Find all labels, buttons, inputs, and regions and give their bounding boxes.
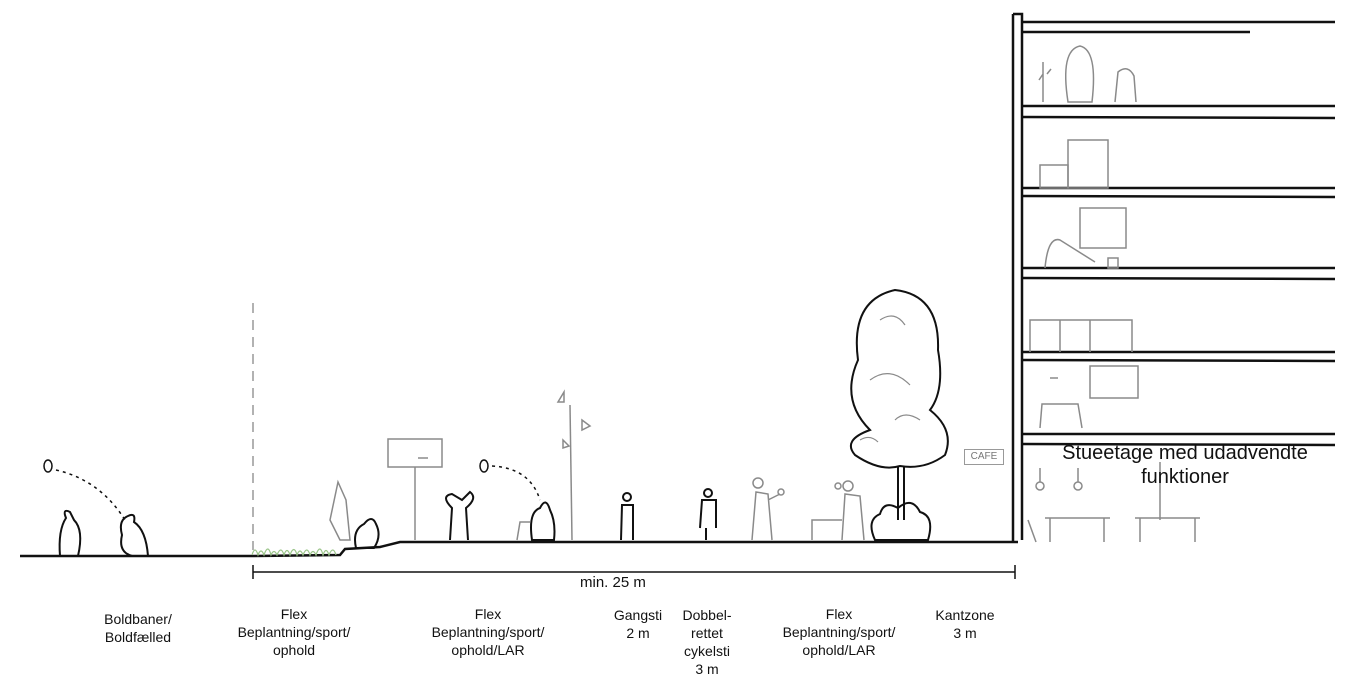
zone-label-line: Kantzone	[935, 607, 995, 623]
tree-pattern	[859, 315, 921, 443]
zone-label-flex-2: Flex Beplantning/sport/ ophold/LAR	[413, 605, 563, 659]
zone-label-line: ophold/LAR	[451, 642, 525, 658]
zone-label-line: Flex	[474, 606, 502, 622]
zone-label-kantzone: Kantzone 3 m	[925, 606, 1005, 642]
zone-label-line: Beplantning/sport/	[782, 624, 896, 640]
zone-label-line: cykelsti	[684, 643, 730, 659]
ground-floor-label-line: Stueetage med udadvendte	[1062, 442, 1308, 464]
billboard	[387, 389, 592, 541]
zone-label-line: Beplantning/sport/	[431, 624, 545, 640]
zone-label-line: 3 m	[953, 625, 977, 641]
zone-label-line: ophold	[272, 642, 316, 658]
people-gray	[329, 477, 865, 541]
dimension-label: min. 25 m	[580, 574, 646, 591]
ground-floor-label-line: funktioner	[1141, 466, 1229, 488]
people-black	[58, 488, 717, 557]
grass-strip	[251, 548, 337, 558]
ground-line	[20, 540, 1018, 558]
ball-trajectories	[43, 459, 541, 521]
zone-label-gangsti: Gangsti 2 m	[602, 606, 674, 642]
zone-label-cykelsti: Dobbel- rettet cykelsti 3 m	[672, 606, 742, 678]
zone-label-line: Beplantning/sport/	[237, 624, 351, 640]
zone-label-flex-3: Flex Beplantning/sport/ ophold/LAR	[764, 605, 914, 659]
zone-label-flex-1: Flex Beplantning/sport/ ophold	[219, 605, 369, 659]
zone-label-line: Dobbel-	[682, 607, 732, 623]
zone-label-line: ophold/LAR	[802, 642, 876, 658]
tree	[850, 288, 949, 541]
cafe-sign: CAFE	[964, 449, 1004, 465]
zone-label-line: Flex	[825, 606, 853, 622]
zone-label-line: Gangsti	[613, 607, 663, 623]
ground-floor-label: Stueetage med udadvendte funktioner	[1030, 441, 1340, 489]
zone-label-line: 2 m	[626, 625, 650, 641]
zone-label-line: Flex	[280, 606, 308, 622]
building-interiors	[1027, 45, 1200, 543]
zone-label-line: Boldbaner/	[104, 611, 172, 627]
dimension-line	[252, 565, 1016, 579]
zone-label-line: 3 m	[695, 661, 719, 677]
zone-label-line: Boldfælled	[104, 629, 172, 645]
zone-label-boldbane: Boldbaner/ Boldfælled	[68, 610, 208, 646]
zone-label-line: rettet	[691, 625, 723, 641]
